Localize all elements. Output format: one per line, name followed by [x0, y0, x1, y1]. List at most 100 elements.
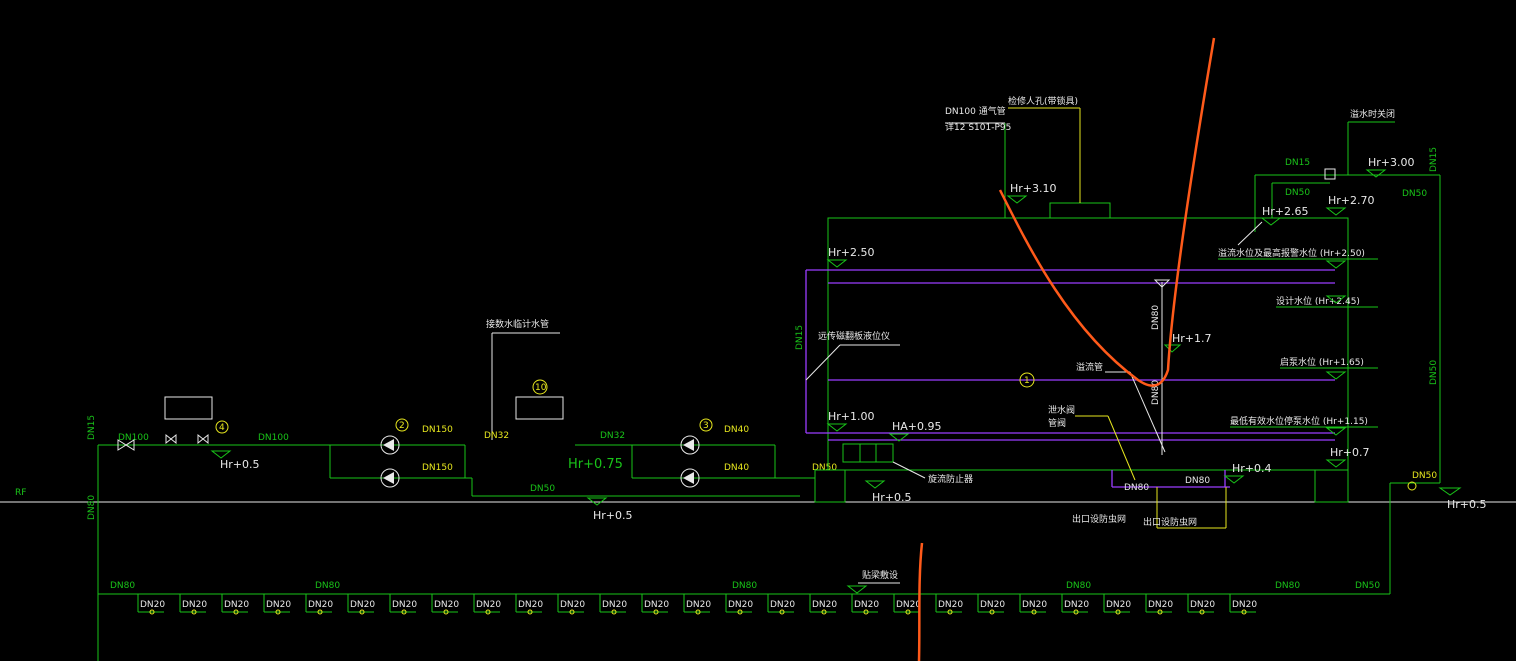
pump-2b-icon[interactable]	[680, 468, 700, 488]
tank-inlet-size: DN50	[812, 463, 837, 473]
branch-outlet-size: DN20	[896, 600, 921, 610]
elev-hr310: Hr+3.10	[1010, 182, 1057, 195]
branch-outlet: DN20	[599, 594, 627, 615]
elev-marker-hr05a	[210, 450, 232, 459]
right-riser-size-side: DN50	[1402, 189, 1427, 199]
left-riser-size: DN15	[87, 415, 97, 440]
left-riser-size-low: DN80	[87, 495, 97, 520]
elev-hr075: Hr+0.75	[568, 457, 623, 472]
outlet-label-2: 出口设防虫网	[1143, 516, 1197, 528]
meter-connect-label: 接数水临计水管	[486, 318, 549, 330]
header-valve-2[interactable]	[165, 433, 177, 445]
branch-row: DN20 DN20 DN20 DN20 DN20 DN20 DN20 DN20 DN20 DN20…	[137, 594, 1257, 615]
circle-tag-1	[1019, 372, 1035, 388]
branch-outlet: DN20	[515, 594, 543, 615]
elev-hr265: Hr+2.65	[1262, 205, 1309, 218]
design-level-label: 设计水位 (Hr+2.45)	[1276, 295, 1360, 307]
branch-outlet-size: DN20	[1148, 600, 1173, 610]
dn32-b: DN32	[600, 431, 625, 441]
circle-tag-4	[215, 420, 229, 434]
circle-tag-1-num: 1	[1024, 376, 1030, 386]
elev-marker-bottom	[846, 585, 868, 594]
close-when-full-label: 溢水时关闭	[1350, 108, 1395, 120]
header-valve-3[interactable]	[197, 433, 209, 445]
branch-outlet: DN20	[935, 594, 963, 615]
circle-tag-3	[699, 418, 713, 432]
pump-2a-icon[interactable]	[680, 435, 700, 455]
elev-marker-115r	[1325, 427, 1347, 436]
manhole-frame	[1049, 202, 1111, 219]
branch-outlet-size: DN20	[140, 600, 165, 610]
elev-marker-165r	[1325, 371, 1347, 380]
pump-1a-triangle	[383, 439, 394, 451]
pump-1b-triangle	[383, 472, 394, 484]
pump-2a-size: DN40	[724, 425, 749, 435]
pump-1b-icon[interactable]	[380, 468, 400, 488]
branch-outlet: DN20	[1103, 594, 1131, 615]
branch-outlet-size: DN20	[224, 600, 249, 610]
elev-marker-hr04	[1223, 475, 1245, 484]
rf-label: RF	[15, 488, 26, 498]
vent-pipe-label: DN100 通气管	[945, 105, 1006, 117]
right-lower-valve[interactable]	[1407, 481, 1417, 491]
bottom-main-size-6: DN50	[1355, 581, 1380, 591]
branch-outlet-size: DN20	[266, 600, 291, 610]
branch-outlet-size: DN20	[602, 600, 627, 610]
branch-outlet: DN20	[893, 594, 921, 615]
solenoid-valve[interactable]	[1324, 168, 1336, 180]
elev-hr270: Hr+2.70	[1328, 194, 1375, 207]
elev-hr05d: Hr+0.5	[1447, 498, 1487, 511]
branch-outlet: DN20	[347, 594, 375, 615]
anti-vortex-device	[842, 443, 894, 463]
elev-marker-hr05c	[864, 480, 886, 489]
pump-group-2	[575, 444, 815, 479]
overflow-funnel	[1153, 279, 1171, 288]
branch-outlet: DN20	[1145, 594, 1173, 615]
circle-tag-10	[532, 379, 548, 395]
overflow-leader-diag	[1129, 371, 1166, 453]
bypass-size: DN50	[530, 484, 555, 494]
branch-outlet-size: DN20	[644, 600, 669, 610]
pump-group-1	[329, 444, 472, 479]
branch-outlet-size: DN20	[1022, 600, 1047, 610]
gauge-leader	[805, 344, 841, 381]
float-size-mid: DN50	[1285, 188, 1310, 198]
pump-1a-icon[interactable]	[380, 435, 400, 455]
circle-tag-2	[395, 418, 409, 432]
elev-hr250: Hr+2.50	[828, 246, 875, 259]
elev-hr04: Hr+0.4	[1232, 462, 1272, 475]
circle-tag-3-num: 3	[703, 421, 709, 431]
tank-footing-right	[1314, 469, 1349, 503]
manhole-label: 检修人孔(带锁具)	[1008, 95, 1078, 107]
header-valve-1[interactable]	[117, 439, 135, 451]
branch-outlet-size: DN20	[434, 600, 459, 610]
vent-pipe-ref: 详12 S101-P95	[945, 121, 1011, 133]
branch-outlet: DN20	[1061, 594, 1089, 615]
circle-tag-4-num: 4	[219, 423, 225, 433]
branch-outlet: DN20	[1229, 594, 1257, 615]
pump-2a-triangle	[683, 439, 694, 451]
branch-outlet: DN20	[725, 594, 753, 615]
drain-label-leader-diag	[1107, 415, 1136, 481]
overflow-pipe-size-b: DN80	[1151, 380, 1161, 405]
bottom-main-size-1: DN80	[110, 581, 135, 591]
gauge-size: DN15	[795, 325, 805, 350]
branch-outlet-size: DN20	[476, 600, 501, 610]
branch-outlet-size: DN20	[686, 600, 711, 610]
elev-marker-250r	[1325, 260, 1347, 269]
pump-2b-triangle	[683, 472, 694, 484]
elev-marker-hr310	[1006, 195, 1028, 204]
branch-outlet: DN20	[221, 594, 249, 615]
branch-outlet: DN20	[977, 594, 1005, 615]
bottom-main-size-2: DN80	[315, 581, 340, 591]
right-riser-size-mid: DN50	[1429, 360, 1439, 385]
elev-marker-hr05d	[1438, 487, 1462, 496]
outlet-size: DN80	[1185, 476, 1210, 486]
elev-marker-245r	[1325, 295, 1347, 304]
elev-marker-ha095	[888, 433, 910, 442]
branch-outlet: DN20	[179, 594, 207, 615]
branch-outlet: DN20	[473, 594, 501, 615]
branch-outlet: DN20	[263, 594, 291, 615]
pump-2b-size: DN40	[724, 463, 749, 473]
